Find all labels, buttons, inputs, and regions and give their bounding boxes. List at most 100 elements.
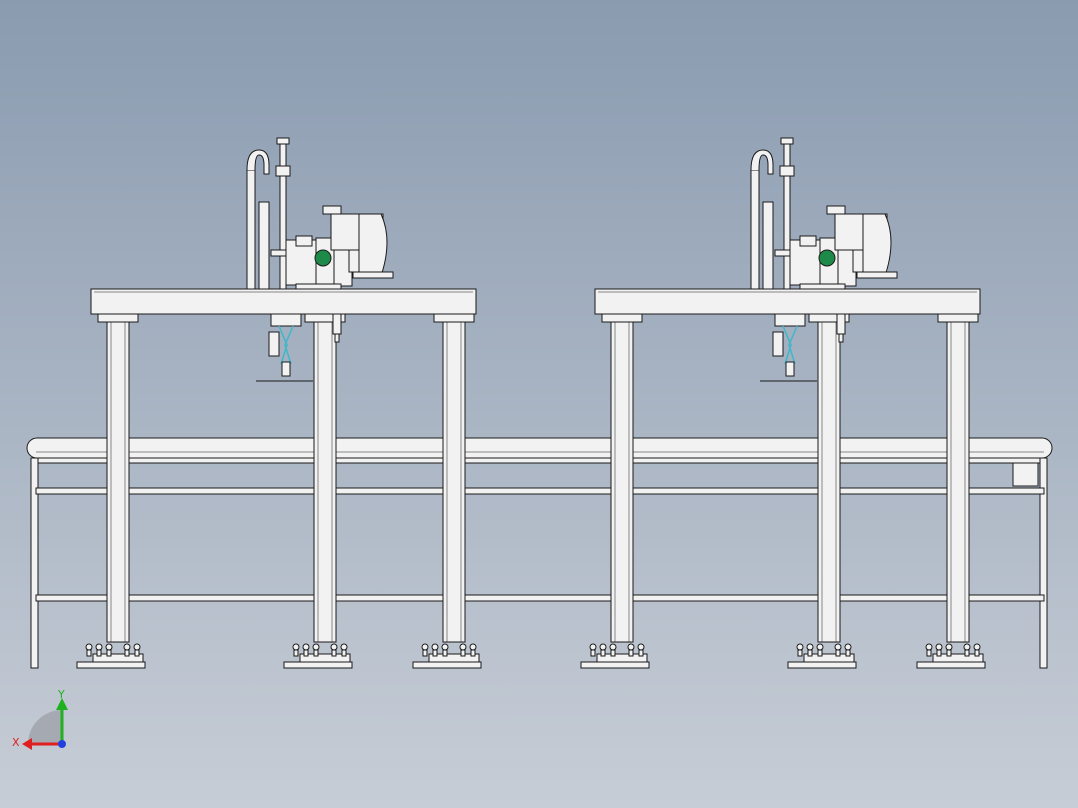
mount-plate[interactable] bbox=[295, 283, 342, 290]
torch-body[interactable] bbox=[268, 331, 280, 357]
gantry-post-left-baseplate[interactable] bbox=[580, 661, 650, 669]
frame-end-leg-left[interactable] bbox=[30, 457, 39, 669]
gantry-post-left-foot[interactable] bbox=[596, 653, 648, 663]
mast[interactable] bbox=[246, 169, 256, 290]
gantry-post-middle-bolt bbox=[845, 649, 851, 657]
sensor-housing[interactable] bbox=[332, 313, 342, 335]
torch-clamp[interactable] bbox=[270, 313, 302, 327]
motor-base[interactable] bbox=[352, 271, 394, 279]
lead-screw-nut[interactable] bbox=[779, 165, 795, 177]
frame-stretcher-upper[interactable] bbox=[35, 487, 1045, 495]
frame-stretcher-lower[interactable] bbox=[35, 594, 1045, 602]
gantry-post-left-bolt bbox=[133, 643, 141, 651]
gantry-post-right-cap[interactable] bbox=[937, 313, 979, 323]
gantry-post-left[interactable] bbox=[610, 321, 634, 643]
torch-jaws[interactable] bbox=[278, 325, 294, 365]
gantry-post-middle-baseplate[interactable] bbox=[787, 661, 857, 669]
sensor-tip[interactable] bbox=[838, 333, 844, 343]
gantry-post-left-bolt bbox=[590, 649, 596, 657]
gantry-post-left-bolt bbox=[134, 649, 140, 657]
gantry-post-left-bolt bbox=[627, 643, 635, 651]
gantry-top-beam[interactable] bbox=[90, 288, 477, 315]
gantry-post-middle-bolt bbox=[313, 649, 319, 657]
gantry-post-middle-bolt bbox=[834, 643, 842, 651]
gantry-post-left-bolt bbox=[610, 649, 616, 657]
motor-bracket-top[interactable] bbox=[826, 205, 846, 215]
gearbox-housing[interactable] bbox=[285, 239, 317, 286]
gearbox-top[interactable] bbox=[799, 235, 817, 247]
gantry-post-middle-bolt bbox=[817, 649, 823, 657]
gantry-post-middle-bolt bbox=[330, 643, 338, 651]
motor-bracket-top[interactable] bbox=[322, 205, 342, 215]
bearing-left[interactable] bbox=[818, 249, 836, 267]
torch-nozzle[interactable] bbox=[785, 361, 795, 377]
gantry-post-right-bolt bbox=[946, 649, 952, 657]
gantry-post-right-bolt bbox=[422, 649, 428, 657]
gantry-post-left-cap[interactable] bbox=[601, 313, 643, 323]
gantry-post-left-bolt bbox=[86, 649, 92, 657]
torch-jaws[interactable] bbox=[782, 325, 798, 365]
motor-base[interactable] bbox=[856, 271, 898, 279]
mast-hook[interactable] bbox=[750, 149, 774, 175]
gantry-post-right[interactable] bbox=[946, 321, 970, 643]
torch-body[interactable] bbox=[772, 331, 784, 357]
z-axis-dot bbox=[58, 740, 66, 748]
torch-clamp[interactable] bbox=[774, 313, 806, 327]
gantry-post-right-bolt bbox=[935, 643, 943, 651]
gantry-post-middle-bolt bbox=[816, 643, 824, 651]
lead-screw[interactable] bbox=[783, 139, 791, 290]
gantry-post-middle[interactable] bbox=[313, 321, 337, 643]
mount-plate[interactable] bbox=[799, 283, 846, 290]
gantry-post-right-foot[interactable] bbox=[932, 653, 984, 663]
slide-plate[interactable] bbox=[258, 201, 270, 290]
gantry-post-middle[interactable] bbox=[817, 321, 841, 643]
drive-wheel[interactable] bbox=[358, 213, 388, 277]
gantry-post-right-bolt bbox=[460, 649, 466, 657]
gantry-post-left-cap[interactable] bbox=[97, 313, 139, 323]
drive-wheel[interactable] bbox=[862, 213, 892, 277]
lead-screw-nut[interactable] bbox=[275, 165, 291, 177]
gantry-post-right-bolt bbox=[973, 643, 981, 651]
gantry-post-right-bolt bbox=[442, 649, 448, 657]
y-axis-label: Y bbox=[57, 688, 65, 701]
base-frame[interactable] bbox=[26, 437, 1053, 669]
gantry-unit-left[interactable] bbox=[76, 137, 482, 669]
frame-end-leg-right[interactable] bbox=[1039, 457, 1048, 669]
gantry-post-left-foot[interactable] bbox=[92, 653, 144, 663]
gantry-post-right-baseplate[interactable] bbox=[916, 661, 986, 669]
gantry-post-middle-foot[interactable] bbox=[803, 653, 855, 663]
lead-screw-top[interactable] bbox=[276, 137, 290, 145]
lead-screw-top[interactable] bbox=[780, 137, 794, 145]
torch-nozzle[interactable] bbox=[281, 361, 291, 377]
gantry-post-middle-baseplate[interactable] bbox=[283, 661, 353, 669]
gantry-post-right[interactable] bbox=[442, 321, 466, 643]
mast-hook[interactable] bbox=[246, 149, 270, 175]
gantry-post-left-baseplate[interactable] bbox=[76, 661, 146, 669]
triad-shade-arc bbox=[28, 710, 62, 744]
gantry-post-middle-bolt bbox=[312, 643, 320, 651]
slide-plate[interactable] bbox=[762, 201, 774, 290]
gantry-post-right-bolt bbox=[421, 643, 429, 651]
bearing-left[interactable] bbox=[314, 249, 332, 267]
gantry-unit-right[interactable] bbox=[580, 137, 986, 669]
gantry-post-left[interactable] bbox=[106, 321, 130, 643]
gantry-post-right-bolt bbox=[459, 643, 467, 651]
gantry-top-beam[interactable] bbox=[594, 288, 981, 315]
gantry-post-right-baseplate[interactable] bbox=[412, 661, 482, 669]
gantry-post-right-foot[interactable] bbox=[428, 653, 480, 663]
gearbox-top[interactable] bbox=[295, 235, 313, 247]
gantry-post-middle-foot[interactable] bbox=[299, 653, 351, 663]
sensor-tip[interactable] bbox=[334, 333, 340, 343]
gantry-post-left-bolt bbox=[609, 643, 617, 651]
gantry-post-middle-bolt bbox=[293, 649, 299, 657]
gantry-post-middle-bolt bbox=[807, 649, 813, 657]
gantry-post-right-cap[interactable] bbox=[433, 313, 475, 323]
mast[interactable] bbox=[750, 169, 760, 290]
sensor-housing[interactable] bbox=[836, 313, 846, 335]
gearbox-housing[interactable] bbox=[789, 239, 821, 286]
lead-screw[interactable] bbox=[279, 139, 287, 290]
coordinate-triad: Y X bbox=[12, 688, 68, 750]
conveyor-rail[interactable] bbox=[26, 437, 1053, 459]
